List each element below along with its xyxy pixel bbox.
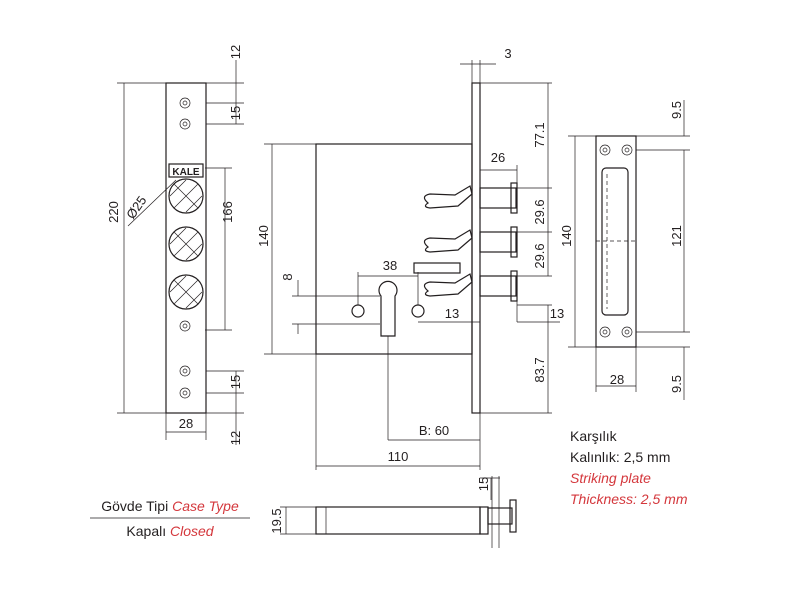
dim-body-depth: 110 <box>388 449 409 464</box>
dim-case-thickness: 19.5 <box>269 508 284 533</box>
strike-note-thickness-en: Thickness: 2,5 mm <box>570 491 688 507</box>
dim-bottom-screw-spacing: 15 <box>228 375 243 389</box>
faceplate-dimension-lines <box>117 60 244 445</box>
dim-strike-bottom: 9.5 <box>669 375 684 393</box>
dim-faceplate-bottom-offset: 12 <box>228 431 243 445</box>
dim-bolt-pitch-2: 29.6 <box>532 243 547 268</box>
strike-screw-holes <box>599 144 633 338</box>
faceplate-screw-holes <box>179 97 191 399</box>
dim-body-height: 140 <box>256 225 271 247</box>
strike-note-thickness-tr: Kalınlık: 2,5 mm <box>570 449 671 465</box>
deadbolts <box>479 182 518 302</box>
dim-hole-span: 166 <box>220 201 235 223</box>
strike-note: Karşılık Kalınlık: 2,5 mm Striking plate… <box>570 426 687 510</box>
dim-bolt-pitch-1: 29.6 <box>532 199 547 224</box>
dim-bottom-to-cylinder: 83.7 <box>532 357 547 382</box>
strike-note-title-tr: Karşılık <box>570 428 617 444</box>
striking-plate-view: 9.5 140 121 28 9.5 <box>559 100 690 400</box>
dim-follower-width: 38 <box>383 258 397 273</box>
faceplate-bolt-holes <box>168 178 204 310</box>
dim-cylinder-offset-right: 13 <box>550 306 564 321</box>
lock-body-dimension-lines <box>264 60 560 470</box>
cylinder-and-follower <box>351 280 425 337</box>
dim-faceplate-thickness: 3 <box>504 46 511 61</box>
strike-dimension-lines <box>568 100 690 400</box>
case-type-value-tr: Kapalı <box>126 523 167 539</box>
kale-logo: KALE <box>172 167 200 178</box>
dim-top-screw-spacing: 15 <box>228 106 243 120</box>
bolt-levers <box>413 185 473 297</box>
dim-faceplate-length: 220 <box>106 201 121 223</box>
dim-backset: B: 60 <box>419 423 449 438</box>
faceplate-front-view: KALE 12 15 220 Ø25 166 28 15 12 <box>106 45 244 445</box>
top-view-dimension-lines <box>280 477 500 535</box>
lock-body-top-view: 15 19.5 <box>269 476 517 548</box>
case-type-value: Kapalı Closed <box>90 523 250 539</box>
dim-latch-offset: 8 <box>280 273 295 280</box>
dim-faceplate-top-offset: 12 <box>228 45 243 59</box>
case-type-value-en: Closed <box>170 523 214 539</box>
case-type-label-en: Case Type <box>172 498 239 514</box>
dim-strike-height: 140 <box>559 225 574 247</box>
dim-strike-top: 9.5 <box>669 101 684 119</box>
dim-strike-hole-spacing: 121 <box>669 225 684 247</box>
strike-note-title-en: Striking plate <box>570 470 651 486</box>
case-type-label-tr: Gövde Tipi <box>101 498 169 514</box>
dim-side-bolt-width: 15 <box>476 477 491 491</box>
case-type-label: Gövde Tipi Case Type <box>90 498 250 514</box>
dim-cylinder-offset-left: 13 <box>445 306 459 321</box>
lock-body-side-view: 3 77.1 26 140 29.6 29.6 38 8 13 13 83.7 … <box>256 46 564 470</box>
dim-bolt-projection: 26 <box>491 150 505 165</box>
dim-faceplate-width: 28 <box>179 416 193 431</box>
dim-cylinder-hole-diameter: Ø25 <box>123 193 149 222</box>
dim-strike-width: 28 <box>610 372 624 387</box>
dim-top-to-bolt: 77.1 <box>532 122 547 147</box>
